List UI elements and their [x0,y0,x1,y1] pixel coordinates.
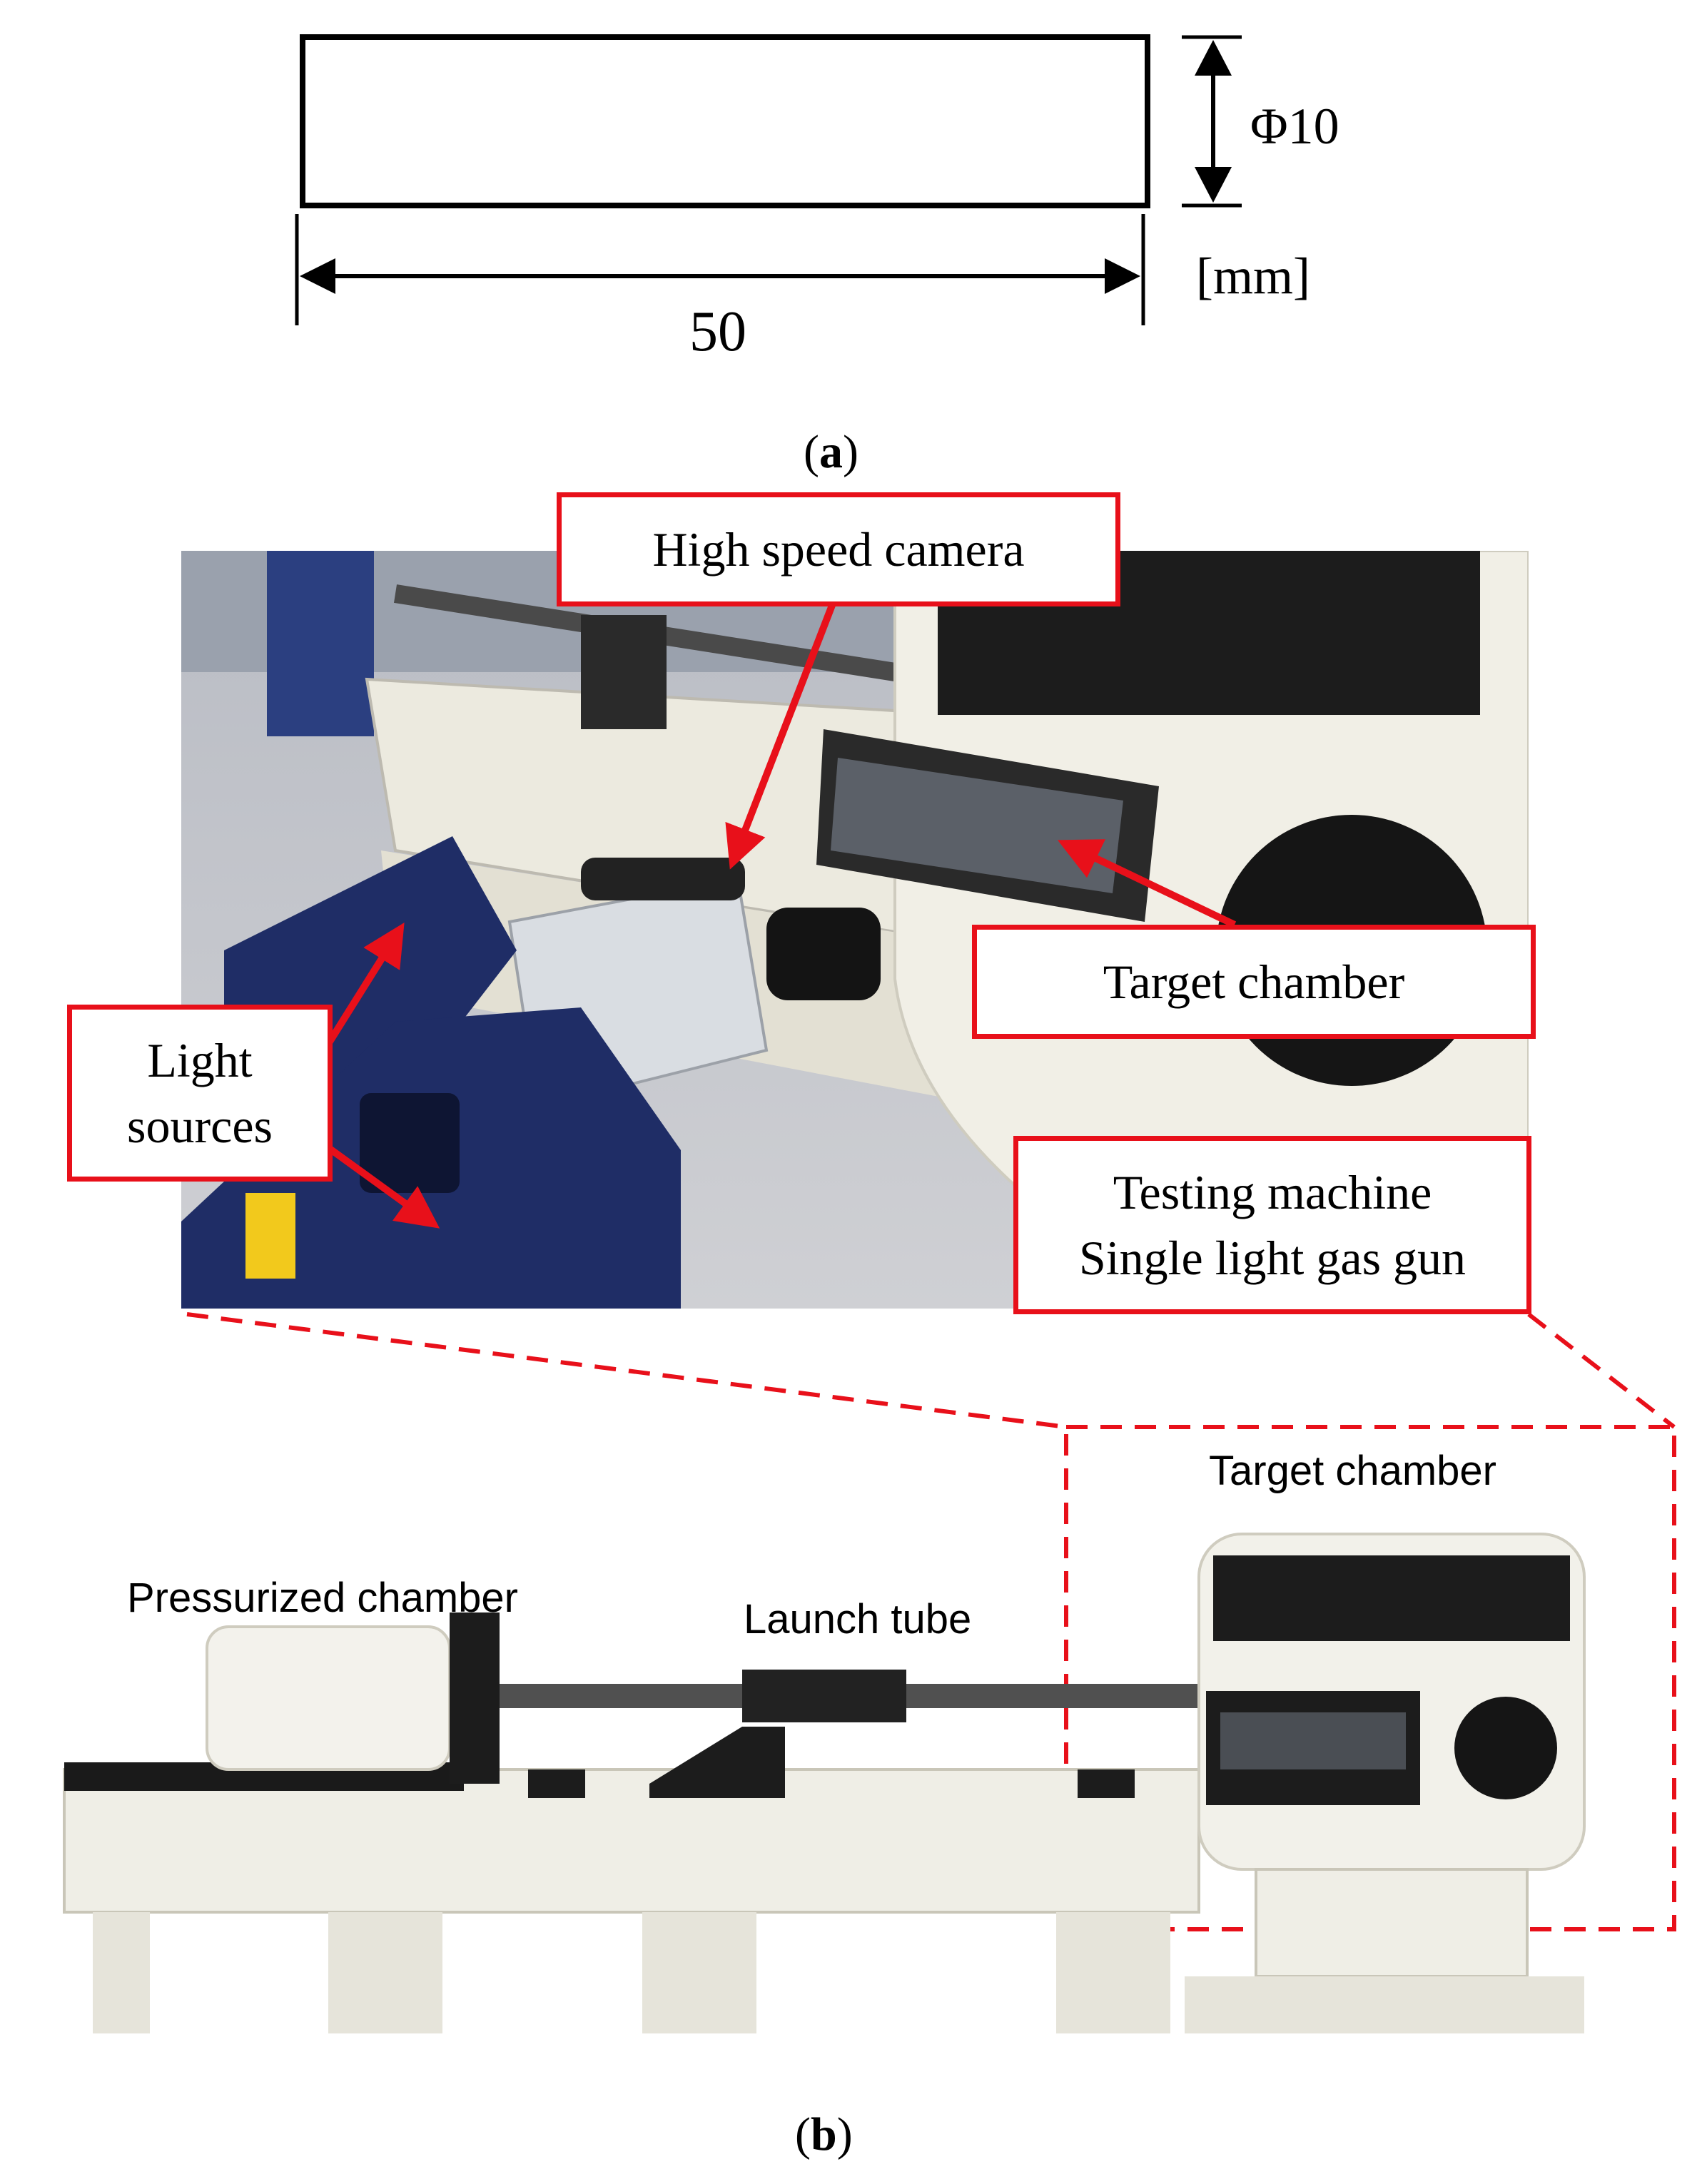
gas-gun-machine [63,1533,1586,2033]
callout-target-chamber: Target chamber [972,925,1536,1039]
photo-camera-lens [766,908,881,1000]
callout-target-text: Target chamber [1103,955,1405,1009]
target-chamber-stand [1255,1868,1529,1978]
callout-high-speed-camera: High speed camera [557,492,1120,606]
light-source-fan [360,1093,460,1193]
callout-machine-line2: Single light gas gun [1078,1231,1467,1285]
zoom-line-right [1527,1312,1676,1429]
chamber-glass [831,758,1123,893]
length-arrow-left [300,258,335,294]
zoom-line-left [186,1312,1067,1429]
length-arrow-right [1105,258,1140,294]
tube-support-wedge [649,1727,785,1798]
target-chamber-top-window [1213,1555,1570,1641]
target-chamber-base [1185,1976,1584,2033]
callout-testing-machine: Testing machine Single light gas gun [1013,1136,1531,1314]
diameter-label: Φ10 [1250,98,1339,155]
length-label: 50 [689,300,746,363]
machine-base-rail [63,1768,1200,1914]
pressurized-chamber-body [206,1625,451,1771]
target-chamber-port [1454,1697,1557,1799]
light-arrow-upper [326,923,405,1044]
tube-support-2 [1078,1769,1135,1798]
tube-support-1 [528,1769,585,1798]
specimen-drawing [295,34,1242,325]
warning-sticker [245,1193,295,1279]
tube-clamp [581,615,667,729]
photo-arrows [326,596,1237,1229]
light-arrow-lower [328,1145,440,1229]
machine-foot-2 [328,1912,442,2033]
panel-a-letter: a [819,426,843,478]
target-chamber-glass [1220,1712,1406,1769]
callout-machine-line1: Testing machine [1113,1165,1432,1219]
callout-light-sources: Light sources [67,1005,333,1182]
camera-arrow [725,596,839,870]
specimen-outline [300,34,1150,208]
launch-tube-collar [742,1670,906,1722]
diameter-arrow-top [1195,40,1232,76]
machine-foot-3 [642,1912,756,2033]
machine-foot-4 [1056,1912,1170,2033]
panel-b-letter: b [810,2108,837,2160]
photo-camera-handle [581,858,745,900]
label-target-chamber: Target chamber [1209,1448,1496,1494]
unit-label: [mm] [1196,248,1310,305]
label-launch-tube: Launch tube [744,1596,972,1642]
diameter-arrow-bottom [1195,167,1232,203]
callout-light-line2: sources [127,1099,273,1153]
panel-b-label: (b) [795,2108,853,2160]
pressurized-chamber-flange [450,1612,500,1784]
panel-a-label: (a) [804,426,858,478]
callout-camera-text: High speed camera [652,522,1025,577]
target-arrow [1057,839,1237,928]
lab-cabinet [267,551,374,736]
callout-light-line1: Light [147,1033,253,1087]
label-pressurized-chamber: Pressurized chamber [127,1575,518,1621]
machine-foot-1 [93,1912,150,2033]
